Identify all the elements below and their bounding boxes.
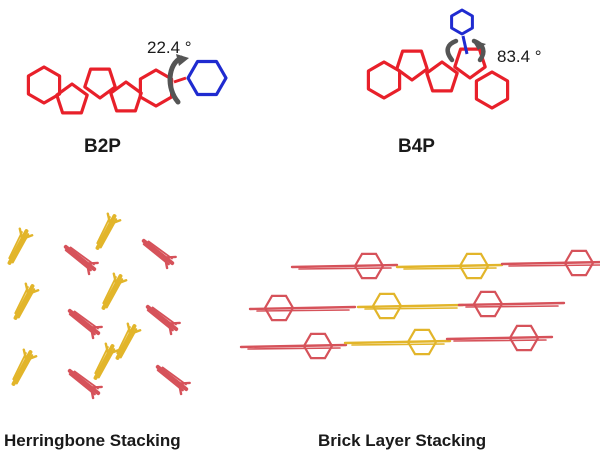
b2p-label: B2P (84, 136, 121, 157)
b2p-structure (26, 54, 228, 115)
stacked-molecule (67, 368, 103, 400)
stacked-molecule (248, 294, 357, 322)
stacked-molecule (141, 238, 177, 270)
phenyl-ring (450, 8, 474, 36)
stacked-molecule (115, 322, 142, 360)
core-bond (461, 35, 469, 55)
rotation-arrow (445, 38, 459, 63)
stacked-molecule (145, 304, 181, 336)
stacked-molecule (67, 308, 103, 340)
core-ring (366, 60, 402, 100)
stacked-molecule (356, 292, 465, 320)
stacked-molecule (101, 272, 128, 310)
stacked-molecule (395, 252, 504, 280)
stacked-molecule (95, 212, 122, 250)
core-ring (138, 68, 174, 108)
stacked-molecule (445, 324, 554, 352)
herringbone-packing (7, 212, 191, 400)
core-ring (395, 49, 429, 82)
core-ring (453, 47, 487, 80)
stacked-molecule (457, 290, 566, 318)
core-bond (173, 76, 187, 84)
core-ring (474, 70, 510, 110)
brick-layer-packing (239, 249, 600, 360)
stacked-molecule (63, 244, 99, 276)
stacked-molecule (343, 328, 452, 356)
stacked-molecule (290, 252, 399, 280)
stacked-molecule (500, 249, 600, 277)
stacked-molecule (155, 364, 191, 396)
herringbone-stacking-label: Herringbone Stacking (4, 431, 181, 450)
stacked-molecule (93, 342, 120, 380)
stacked-molecule (13, 282, 40, 320)
phenyl-ring (186, 59, 228, 97)
stacked-molecule (239, 332, 348, 360)
core-ring (83, 67, 117, 100)
core-ring (55, 82, 89, 115)
stacked-molecule (11, 348, 38, 386)
core-ring (425, 60, 459, 93)
rotation-arrowhead (472, 40, 486, 50)
b4p-torsion-angle: 83.4 ° (497, 47, 542, 66)
core-ring (109, 80, 143, 113)
b4p-structure (366, 8, 510, 110)
brick-layer-stacking-label: Brick Layer Stacking (318, 431, 487, 450)
stacked-molecule (7, 227, 34, 265)
rotation-arrowhead (176, 54, 189, 66)
b4p-label: B4P (398, 136, 435, 157)
core-ring (26, 65, 62, 105)
b2p-torsion-angle: 22.4 ° (147, 38, 192, 57)
